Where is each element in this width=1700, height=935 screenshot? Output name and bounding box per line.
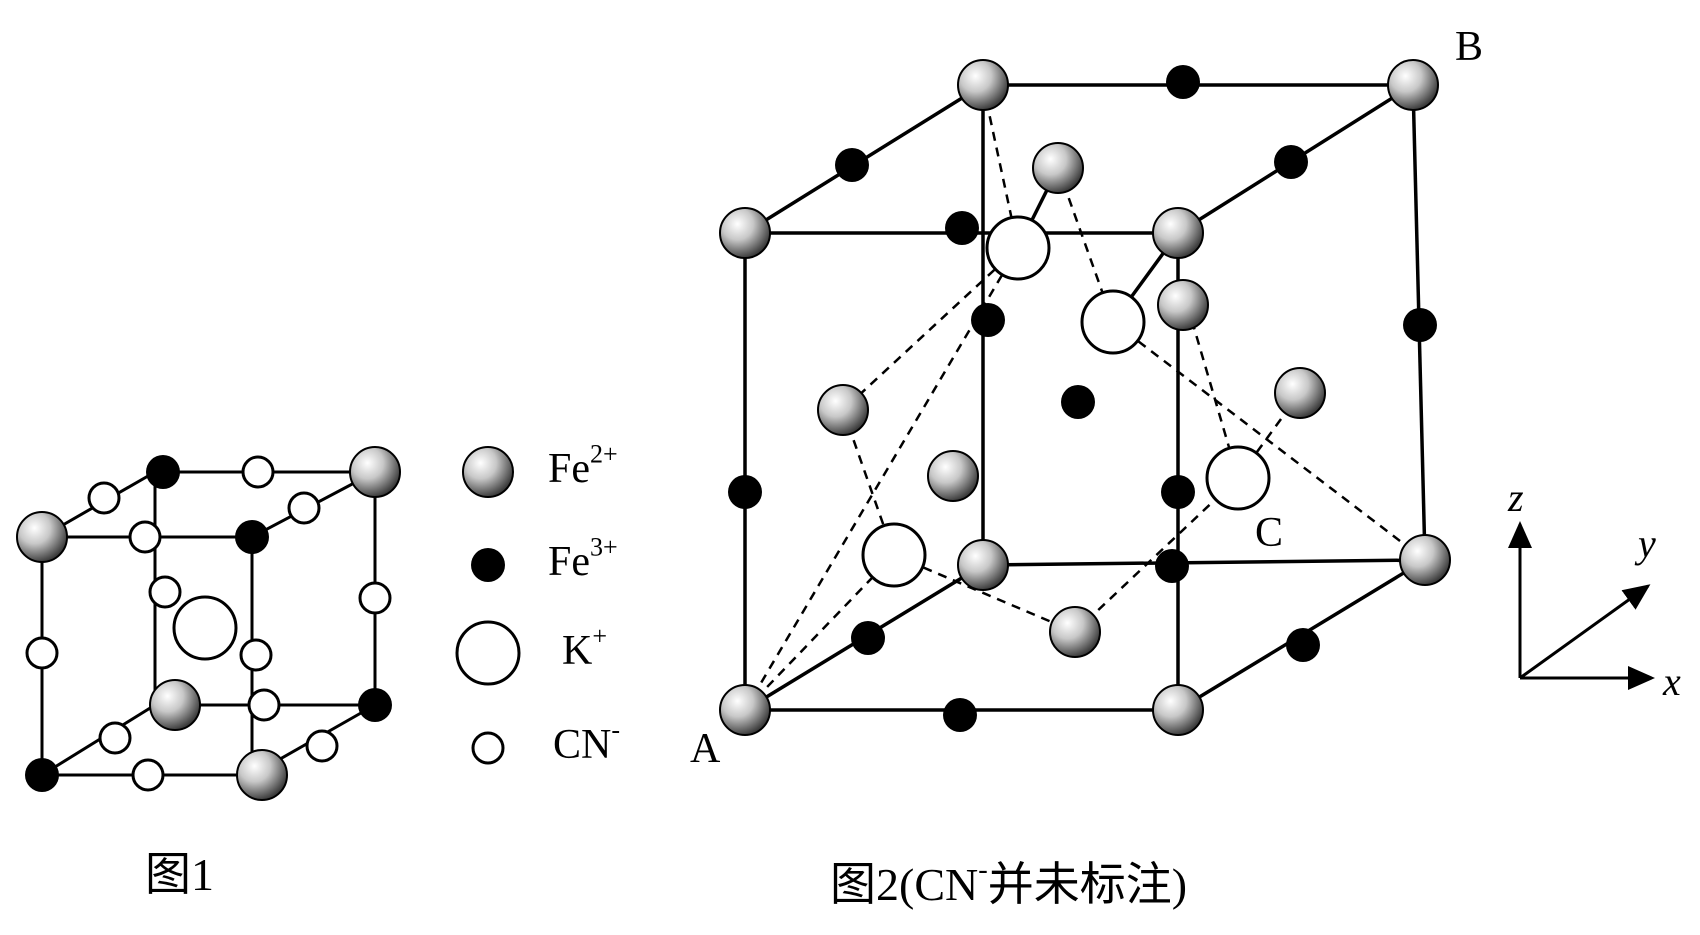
fe3-ion <box>1166 65 1200 99</box>
y-axis-arrow <box>1519 584 1651 680</box>
cn-ion <box>98 721 132 755</box>
cn-ion <box>128 520 162 554</box>
fe3-ion <box>25 758 59 792</box>
fe3-ion <box>851 621 885 655</box>
legend-fe3-label: Fe3+ <box>548 532 618 585</box>
cn-ion <box>131 758 165 792</box>
fe3-ion <box>235 520 269 554</box>
cn-ion <box>241 455 275 489</box>
fe2-ion <box>927 450 979 502</box>
fe3-ion <box>1161 475 1195 509</box>
fe2-ion <box>1274 367 1326 419</box>
k-ion <box>172 595 238 661</box>
y-axis-label: y <box>1638 521 1656 566</box>
x-axis-label: x <box>1663 659 1681 704</box>
fe2-ion <box>1032 142 1084 194</box>
fe2-ion <box>16 511 68 563</box>
fe2-ion <box>957 59 1009 111</box>
legend-symbols <box>455 446 521 765</box>
figure-2-fe2-ions <box>719 59 1451 736</box>
fe2-ion <box>149 679 201 731</box>
figure-2-caption: 图2(CN-并未标注) <box>830 854 1188 910</box>
k-ion <box>1080 289 1146 355</box>
cn-ion <box>358 581 392 615</box>
cn-ion <box>247 688 281 722</box>
fe3-ion <box>835 148 869 182</box>
cn-ion <box>287 491 321 525</box>
point-a-label: A <box>690 726 721 772</box>
cn-ion <box>148 575 182 609</box>
fe3-ion <box>728 475 762 509</box>
cn-ion <box>239 638 273 672</box>
fe2-ion <box>817 384 869 436</box>
fe2-ion <box>719 207 771 259</box>
fe2-ion <box>349 446 401 498</box>
legend-fe2-label: Fe2+ <box>548 439 618 492</box>
figure-2-k-ions <box>861 215 1271 588</box>
fe3-ion <box>1155 549 1189 583</box>
fe2-ion <box>719 684 771 736</box>
legend-fe2-symbol <box>462 446 514 498</box>
fe3-ion <box>1061 385 1095 419</box>
fe3-ion <box>945 211 979 245</box>
cn-ion <box>305 729 339 763</box>
cn-ion <box>25 636 59 670</box>
fe2-ion <box>1157 279 1209 331</box>
legend-k-label: K+ <box>562 621 608 674</box>
fe2-ion <box>1049 606 1101 658</box>
fe3-ion <box>943 698 977 732</box>
point-c-label: C <box>1255 510 1284 556</box>
legend-fe3-symbol <box>471 548 505 582</box>
legend-cn-label: CN- <box>553 715 621 768</box>
fe3-ion <box>358 688 392 722</box>
cn-ion <box>87 481 121 515</box>
figure-2-fe3-ions <box>728 65 1437 732</box>
coordinate-axes <box>1508 521 1655 690</box>
fe3-ion <box>146 455 180 489</box>
legend-cn-symbol <box>471 731 505 765</box>
fe2-ion <box>1387 59 1439 111</box>
fe3-ion <box>971 303 1005 337</box>
fe2-ion <box>1399 534 1451 586</box>
k-ion <box>1205 445 1271 511</box>
fe3-ion <box>1286 628 1320 662</box>
k-ion <box>861 522 927 588</box>
figure-1-caption: 图1 <box>145 849 214 900</box>
z-axis-label: z <box>1508 475 1524 520</box>
fe3-ion <box>1274 145 1308 179</box>
fe2-ion <box>957 539 1009 591</box>
fe2-ion <box>1152 207 1204 259</box>
k-ion <box>985 215 1051 281</box>
point-b-label: B <box>1455 24 1484 70</box>
fe2-ion <box>1152 684 1204 736</box>
fe3-ion <box>1403 308 1437 342</box>
fe2-ion <box>236 749 288 801</box>
figure-1-atoms <box>16 446 401 801</box>
legend-k-symbol <box>455 620 521 686</box>
